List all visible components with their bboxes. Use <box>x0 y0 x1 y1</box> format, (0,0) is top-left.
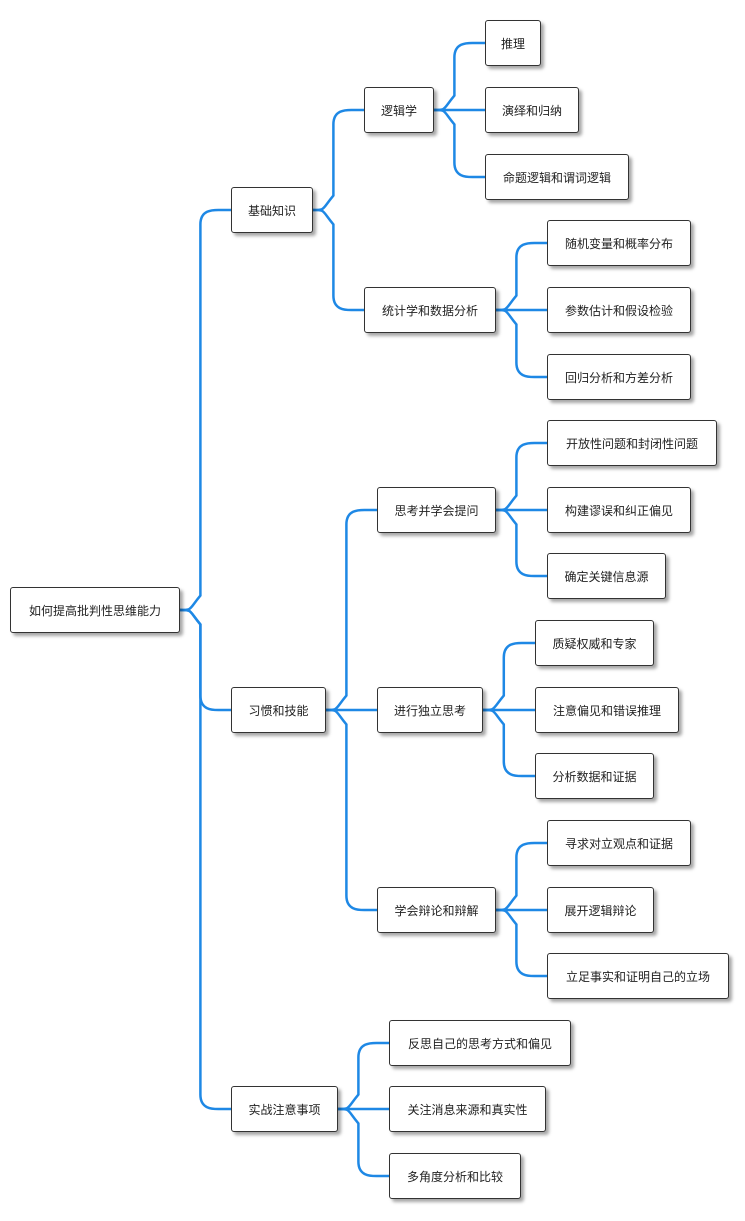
leaf-node-label: 反思自己的思考方式和偏见 <box>407 1036 552 1051</box>
connector-line <box>337 1107 389 1178</box>
branch-node-habits[interactable]: 习惯和技能 <box>231 687 326 733</box>
leaf-node[interactable]: 推理 <box>485 20 541 66</box>
leaf-node-label: 质疑权威和专家 <box>552 636 637 651</box>
group-node-questioning[interactable]: 思考并学会提问 <box>377 487 496 533</box>
root-node-label: 如何提高批判性思维能力 <box>28 603 161 618</box>
connector-line <box>495 508 547 578</box>
leaf-node-label: 注意偏见和错误推理 <box>552 703 661 718</box>
connector-line <box>433 108 485 179</box>
group-node-label: 思考并学会提问 <box>394 503 479 518</box>
connector-line <box>325 708 377 912</box>
branch-node-basics[interactable]: 基础知识 <box>231 187 313 233</box>
leaf-node[interactable]: 开放性问题和封闭性问题 <box>547 420 717 466</box>
leaf-node-label: 构建谬误和纠正偏见 <box>564 503 673 518</box>
connector-line <box>312 108 364 212</box>
connector-line <box>482 641 535 712</box>
connector-line <box>495 841 547 912</box>
group-node-debate[interactable]: 学会辩论和辩解 <box>377 887 496 933</box>
connector-line <box>482 708 535 778</box>
leaf-node[interactable]: 多角度分析和比较 <box>389 1153 521 1199</box>
leaf-node[interactable]: 参数估计和假设检验 <box>547 287 691 333</box>
connector-line <box>179 608 231 1111</box>
leaf-node-label: 寻求对立观点和证据 <box>564 836 673 851</box>
leaf-node[interactable]: 随机变量和概率分布 <box>547 220 691 266</box>
leaf-node[interactable]: 构建谬误和纠正偏见 <box>547 487 691 533</box>
connector-line <box>495 441 547 512</box>
leaf-node[interactable]: 反思自己的思考方式和偏见 <box>389 1020 571 1066</box>
connector-line <box>433 41 485 112</box>
group-node-independent-thinking[interactable]: 进行独立思考 <box>377 687 483 733</box>
leaf-node[interactable]: 回归分析和方差分析 <box>547 354 691 400</box>
connector-line <box>179 608 231 712</box>
branch-node-label: 基础知识 <box>247 203 296 218</box>
leaf-node[interactable]: 关注消息来源和真实性 <box>389 1086 546 1132</box>
group-node-label: 进行独立思考 <box>393 703 466 718</box>
leaf-node-label: 关注消息来源和真实性 <box>407 1102 528 1117</box>
leaf-node[interactable]: 寻求对立观点和证据 <box>547 820 691 866</box>
connector-line <box>325 508 377 712</box>
leaf-node-label: 开放性问题和封闭性问题 <box>565 436 698 451</box>
leaf-node[interactable]: 注意偏见和错误推理 <box>535 687 679 733</box>
leaf-node-label: 命题逻辑和谓词逻辑 <box>502 170 611 185</box>
group-node-label: 学会辩论和辩解 <box>394 903 479 918</box>
leaf-node-label: 立足事实和证明自己的立场 <box>565 969 710 984</box>
leaf-node-label: 回归分析和方差分析 <box>564 370 673 385</box>
leaf-node[interactable]: 立足事实和证明自己的立场 <box>547 953 729 999</box>
group-node-statistics[interactable]: 统计学和数据分析 <box>364 287 496 333</box>
leaf-node-label: 展开逻辑辩论 <box>564 903 637 918</box>
leaf-node[interactable]: 展开逻辑辩论 <box>547 887 654 933</box>
leaf-node-label: 随机变量和概率分布 <box>564 236 673 251</box>
connector-line <box>312 208 364 312</box>
connector-line <box>337 1041 389 1111</box>
leaf-node-label: 多角度分析和比较 <box>406 1169 503 1184</box>
branch-node-practice[interactable]: 实战注意事项 <box>231 1086 338 1132</box>
branch-node-label: 实战注意事项 <box>248 1102 321 1117</box>
leaf-node[interactable]: 命题逻辑和谓词逻辑 <box>485 154 629 200</box>
leaf-node-label: 演绎和归纳 <box>501 103 562 118</box>
leaf-node[interactable]: 演绎和归纳 <box>485 87 579 133</box>
leaf-node-label: 分析数据和证据 <box>552 769 637 784</box>
connector-line <box>495 308 547 379</box>
leaf-node-label: 推理 <box>500 36 525 51</box>
connector-line <box>179 208 231 612</box>
group-node-label: 逻辑学 <box>380 103 417 118</box>
branch-node-label: 习惯和技能 <box>248 703 309 718</box>
leaf-node[interactable]: 分析数据和证据 <box>535 753 654 799</box>
group-node-label: 统计学和数据分析 <box>381 303 478 318</box>
group-node-logic[interactable]: 逻辑学 <box>364 87 434 133</box>
leaf-node-label: 确定关键信息源 <box>564 569 649 584</box>
leaf-node-label: 参数估计和假设检验 <box>564 303 673 318</box>
leaf-node[interactable]: 质疑权威和专家 <box>535 620 654 666</box>
leaf-node[interactable]: 确定关键信息源 <box>547 553 666 599</box>
root-node[interactable]: 如何提高批判性思维能力 <box>10 587 180 633</box>
connector-line <box>495 241 547 312</box>
connector-line <box>495 908 547 978</box>
